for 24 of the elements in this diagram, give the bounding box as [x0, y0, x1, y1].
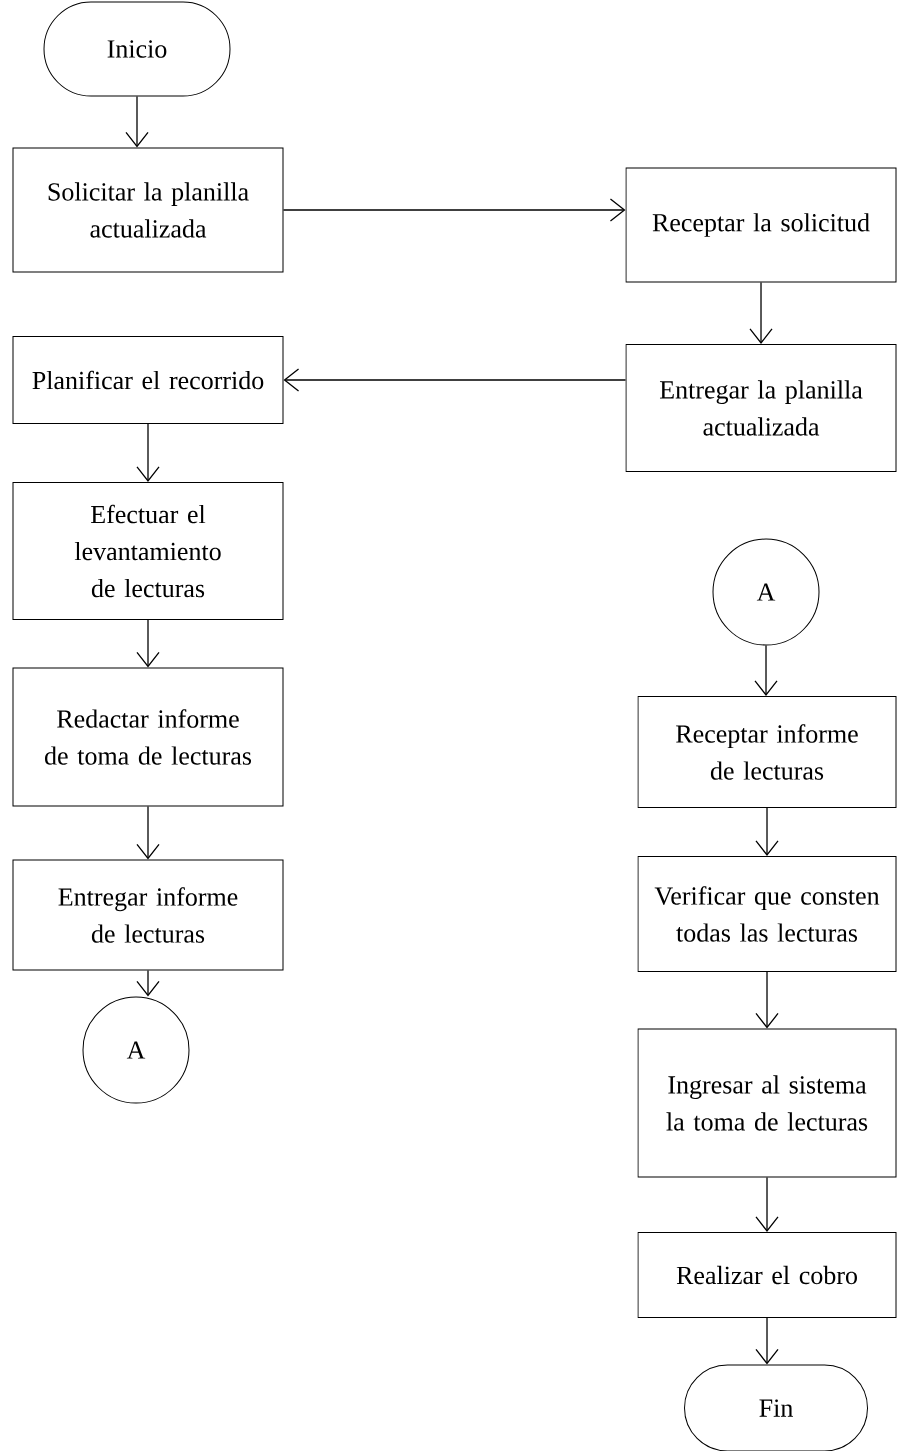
process-box: Entregar la planilla actualizada — [625, 344, 897, 472]
arrow — [136, 969, 160, 997]
arrow — [755, 971, 779, 1029]
arrow — [136, 619, 160, 668]
process-box: Entregar informe de lecturas — [12, 859, 284, 971]
process-box: Realizar el cobro — [637, 1232, 897, 1318]
process-box: Receptar la solicitud — [625, 167, 897, 283]
arrow — [754, 644, 778, 696]
arrow — [749, 281, 773, 344]
arrow — [755, 807, 779, 856]
arrow — [136, 805, 160, 860]
arrow — [755, 1317, 779, 1365]
process-box: Verificar que consten todas las lecturas — [637, 856, 897, 972]
process-box: Receptar informe de lecturas — [637, 696, 897, 808]
process-box: Ingresar al sistema la toma de lecturas — [637, 1028, 897, 1178]
arrow — [125, 95, 149, 148]
arrow — [136, 423, 160, 482]
process-box: Solicitar la planilla actualizada — [12, 147, 284, 273]
process-box: Planificar el recorrido — [12, 336, 284, 424]
arrow — [282, 198, 626, 222]
process-box: Efectuar el levantamiento de lecturas — [12, 482, 284, 620]
process-box: Redactar informe de toma de lecturas — [12, 667, 284, 807]
arrow — [755, 1176, 779, 1232]
arrow — [283, 368, 627, 392]
